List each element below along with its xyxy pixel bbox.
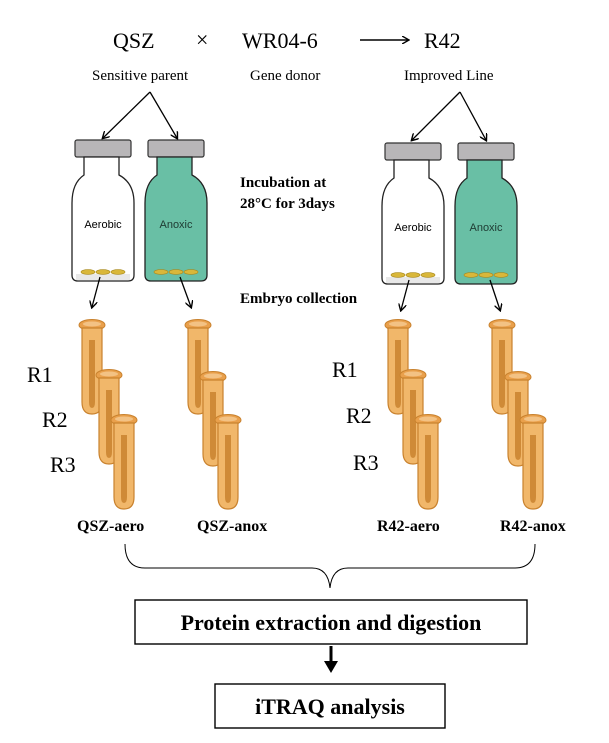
replicate-label-r1-left: R1 <box>27 362 53 387</box>
vial-label: Aerobic <box>394 222 432 234</box>
vial-r42-anoxic: Anoxic <box>454 142 518 285</box>
seeds <box>153 269 199 275</box>
split-arrow-right-anox <box>459 91 486 140</box>
vial-cap <box>457 142 515 161</box>
tube-group-r42-aero <box>384 318 442 510</box>
seeds <box>390 272 436 278</box>
split-arrow-left-anox <box>149 91 177 138</box>
analysis-box <box>214 683 446 729</box>
tube-r3 <box>110 413 138 510</box>
tube-r3 <box>214 413 242 510</box>
sample-label-r42-anox: R42-anox <box>500 518 566 535</box>
sample-label-r42-aero: R42-aero <box>377 518 440 535</box>
embryo-collection-label: Embryo collection <box>240 291 358 307</box>
vial-qsz-anoxic: Anoxic <box>144 139 208 282</box>
parent2-label: WR04-6 <box>242 28 318 53</box>
vial-cap <box>384 142 442 161</box>
offspring-role: Improved Line <box>404 68 494 84</box>
replicate-label-r1-right: R1 <box>332 357 358 382</box>
seeds <box>80 269 126 275</box>
arrow-to-tubes-r42-aero <box>401 279 410 310</box>
arrow-to-tubes-qsz-aero <box>92 276 101 307</box>
grouping-brace <box>124 543 536 589</box>
replicate-label-r3-left: R3 <box>50 452 76 477</box>
parent1-label: QSZ <box>113 28 155 53</box>
tube-group-qsz-aero <box>78 318 138 510</box>
tube-r3 <box>414 413 442 510</box>
vial-r42-aerobic: Aerobic <box>381 142 445 285</box>
sample-label-qsz-aero: QSZ-aero <box>77 518 144 535</box>
times-symbol: × <box>196 27 208 52</box>
vial-cap <box>147 139 205 158</box>
seeds <box>463 272 509 278</box>
extraction-label: Protein extraction and digestion <box>181 610 482 635</box>
analysis-label: iTRAQ analysis <box>255 694 405 719</box>
offspring-label: R42 <box>424 28 461 53</box>
vial-qsz-aerobic: Aerobic <box>71 139 135 282</box>
sample-label-qsz-anox: QSZ-anox <box>197 518 267 535</box>
split-arrow-right-aero <box>412 91 461 140</box>
parent2-role: Gene donor <box>250 68 320 84</box>
arrow-to-tubes-r42-anox <box>489 279 500 310</box>
vial-label: Anoxic <box>469 222 503 234</box>
replicate-label-r2-right: R2 <box>346 403 372 428</box>
vial-cap <box>74 139 132 158</box>
vial-label: Aerobic <box>84 219 122 231</box>
parent1-role: Sensitive parent <box>92 68 189 84</box>
incubation-line1: Incubation at <box>240 175 326 191</box>
tube-group-r42-anox <box>488 318 547 510</box>
vial-label: Anoxic <box>159 219 193 231</box>
split-arrow-left-aero <box>103 91 151 138</box>
replicate-label-r2-left: R2 <box>42 407 68 432</box>
extraction-box <box>134 599 528 645</box>
arrow-to-tubes-qsz-anox <box>179 276 191 307</box>
tube-r3 <box>519 413 547 510</box>
replicate-label-r3-right: R3 <box>353 450 379 475</box>
incubation-line2: 28°C for 3days <box>240 196 335 212</box>
tube-group-qsz-anox <box>184 318 242 510</box>
